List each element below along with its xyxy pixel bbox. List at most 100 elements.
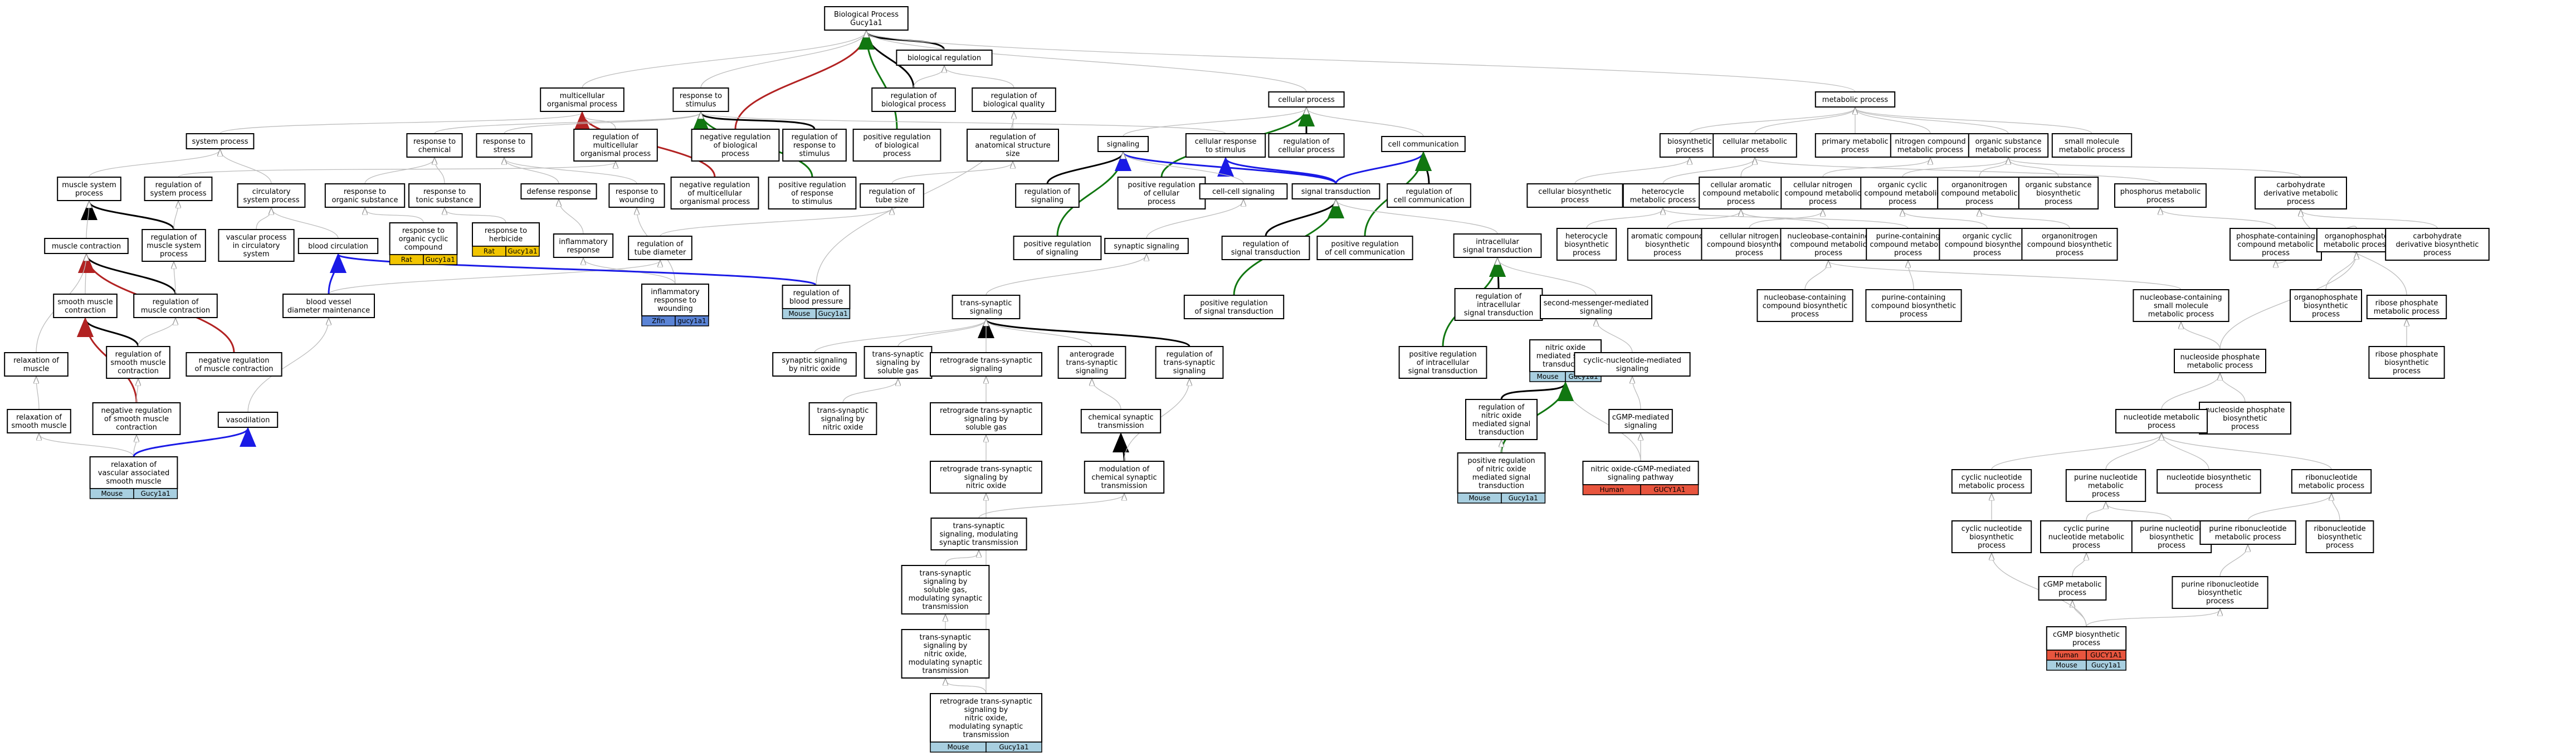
go-term-cellproc[interactable]: cellular process (1268, 91, 1345, 108)
go-term-musclecontr[interactable]: muscle contraction (44, 238, 129, 254)
go-term-metproc[interactable]: metabolic process (1814, 91, 1896, 108)
go-term-vasodil[interactable]: vasodilation (217, 412, 279, 428)
go-term-signaling[interactable]: signaling (1097, 136, 1149, 152)
go-term-synapsig[interactable]: synaptic signaling (1104, 238, 1189, 254)
go-term-cellcellsig[interactable]: cell-cell signaling (1199, 183, 1288, 199)
go-term-bloodcirc[interactable]: blood circulation (297, 238, 379, 254)
go-term-bioreg[interactable]: biological regulation (896, 50, 993, 66)
go-term-defresp[interactable]: defense response (520, 183, 597, 199)
go-term-cellcomm[interactable]: cell communication (1381, 136, 1466, 152)
go-term-sysproc[interactable]: system process (186, 133, 255, 149)
